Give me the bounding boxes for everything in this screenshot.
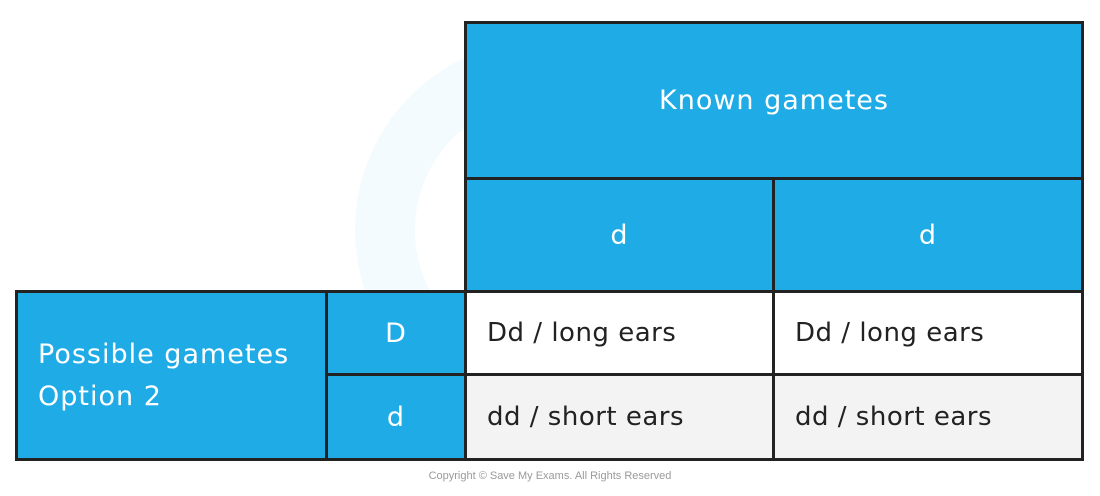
column-gamete-label: d bbox=[610, 219, 629, 251]
row-gamete-label: d bbox=[386, 401, 406, 433]
column-gamete-label: d bbox=[918, 219, 938, 251]
offspring-cell: dd / short ears bbox=[772, 373, 1084, 461]
offspring-label: dd / short ears bbox=[487, 402, 685, 432]
column-gamete-1: d bbox=[464, 177, 775, 293]
offspring-label: Dd / long ears bbox=[487, 318, 677, 348]
offspring-cell: Dd / long ears bbox=[464, 290, 775, 376]
offspring-cell: dd / short ears bbox=[464, 373, 775, 461]
copyright-notice: Copyright © Save My Exams. All Rights Re… bbox=[428, 470, 672, 482]
known-gametes-header: Known gametes bbox=[464, 21, 1084, 180]
row-gamete-2: d bbox=[325, 373, 467, 461]
offspring-label: dd / short ears bbox=[795, 402, 993, 432]
offspring-cell: Dd / long ears bbox=[772, 290, 1084, 376]
row-gamete-1: D bbox=[325, 290, 467, 376]
possible-gametes-label: Possible gametes Option 2 bbox=[38, 338, 290, 412]
offspring-label: Dd / long ears bbox=[795, 318, 985, 348]
known-gametes-label: Known gametes bbox=[659, 85, 889, 116]
possible-gametes-header: Possible gametes Option 2 bbox=[15, 290, 328, 461]
row-gamete-label: D bbox=[385, 317, 407, 349]
column-gamete-2: d bbox=[772, 177, 1084, 293]
